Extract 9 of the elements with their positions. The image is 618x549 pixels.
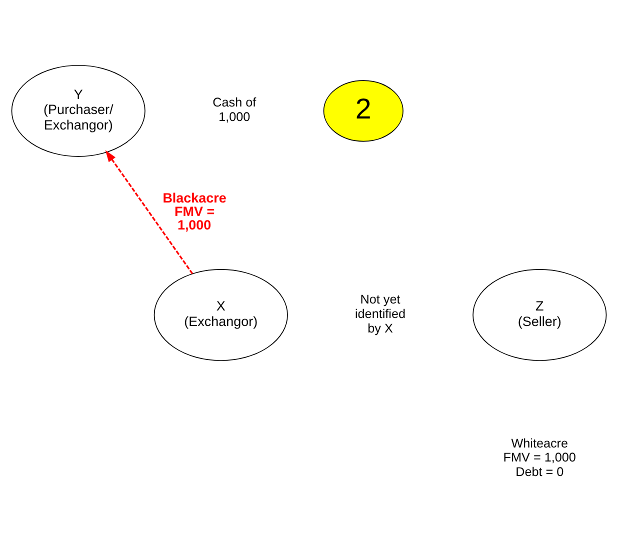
label: Whiteacre FMV = 1,000 Debt = 0 <box>503 436 576 480</box>
node-ellipse: Y (Purchaser/ Exchangor) <box>11 64 146 157</box>
node-ellipse: 2 <box>323 80 404 142</box>
label: Cash of 1,000 <box>212 96 256 124</box>
arrow <box>105 150 194 274</box>
label: Not yet identified by X <box>354 292 406 336</box>
node-ellipse: Z (Seller) <box>472 269 607 361</box>
edge-label: Blackacre FMV = 1,000 <box>162 190 226 233</box>
node-ellipse: X (Exchangor) <box>154 269 288 361</box>
